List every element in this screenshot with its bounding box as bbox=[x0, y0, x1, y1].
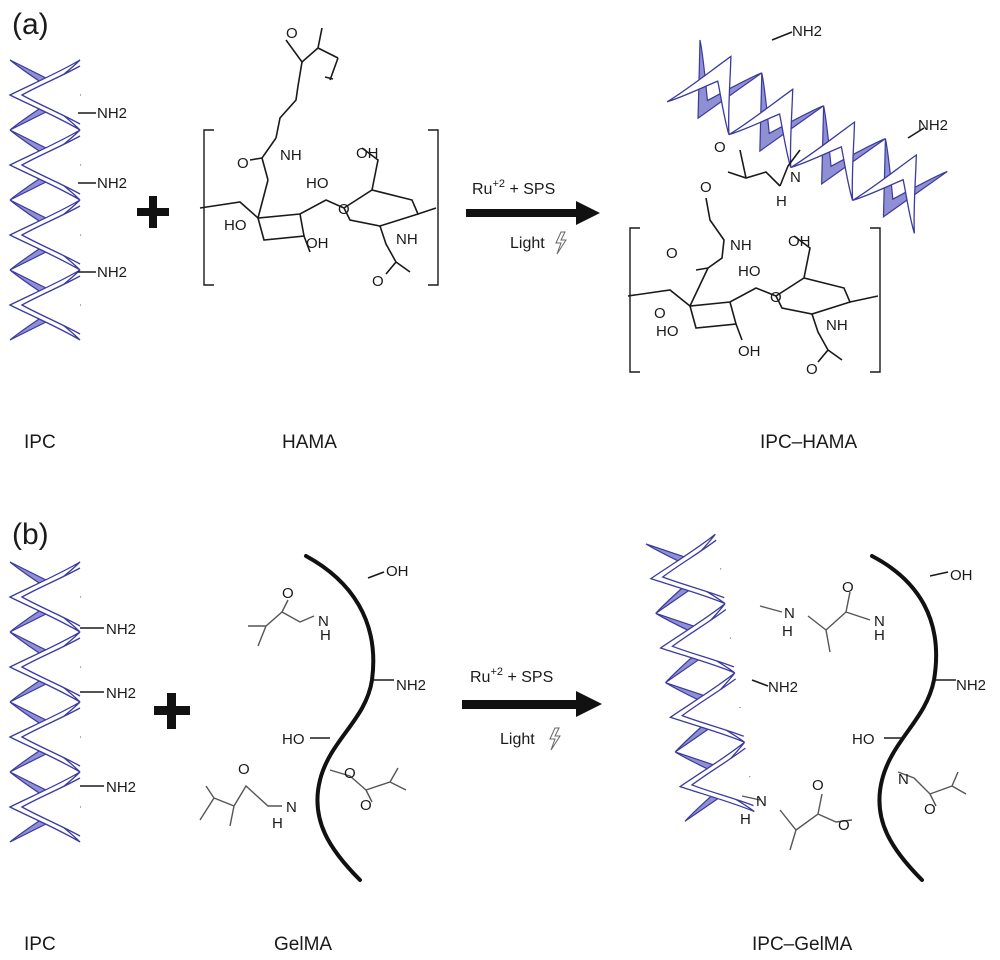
product-a-h: H bbox=[776, 193, 787, 210]
ipc-helix-b: NH2 NH2 NH2 bbox=[9, 561, 136, 843]
panel-label-a: (a) bbox=[12, 8, 49, 41]
light-label-a: Light bbox=[510, 235, 545, 252]
ipc-a-amine-3: NH2 bbox=[97, 264, 127, 281]
gelma-h-top: H bbox=[320, 627, 331, 644]
product-b-nh2-helix: NH2 bbox=[768, 679, 798, 696]
reaction-arrow-a: Ru+2 + SPS Light bbox=[466, 178, 600, 255]
gelma-n-top: N bbox=[318, 613, 329, 630]
helix-icon bbox=[9, 59, 81, 341]
product-a-amine-1: NH2 bbox=[792, 23, 822, 40]
hama-oh-bottom: OH bbox=[306, 235, 329, 252]
product-b-oh: OH bbox=[950, 567, 973, 584]
gelma-ho: HO bbox=[282, 731, 305, 748]
gelma-nh2: NH2 bbox=[396, 677, 426, 694]
product-a-o-link: O bbox=[770, 289, 782, 306]
ipc-a-amine-1: NH2 bbox=[97, 105, 127, 122]
ipc-a-amine-2: NH2 bbox=[97, 175, 127, 192]
caption-gelma: GelMA bbox=[274, 934, 332, 955]
product-b-n-lower: N bbox=[756, 793, 767, 810]
product-a-nh: NH bbox=[730, 237, 752, 254]
caption-ipc-b: IPC bbox=[24, 934, 56, 955]
ipc-gelma-product: N H O N H OH NH2 NH2 HO N O N H O O bbox=[645, 533, 986, 882]
plus-icon bbox=[154, 693, 190, 729]
gelma-h-bottom: H bbox=[272, 815, 283, 832]
product-a-n: N bbox=[790, 169, 801, 186]
hama-o-link: O bbox=[338, 201, 350, 218]
light-label-b: Light bbox=[500, 731, 535, 748]
gelma-o-ester: O bbox=[344, 765, 356, 782]
product-b-ho: HO bbox=[852, 731, 875, 748]
lightning-icon bbox=[549, 727, 561, 751]
catalyst-label-a: Ru+2 + SPS bbox=[472, 178, 555, 198]
hama-ho-bottom: HO bbox=[224, 217, 247, 234]
product-b-o-top: O bbox=[842, 579, 854, 596]
product-b-o-bottom: O bbox=[924, 801, 936, 818]
caption-ipc-gelma: IPC–GelMA bbox=[752, 934, 853, 955]
reaction-arrow-b: Ru+2 + SPS Light bbox=[462, 666, 602, 751]
product-a-o-ring: O bbox=[654, 305, 666, 322]
product-a-amine-2: NH2 bbox=[918, 117, 948, 134]
catalyst-label-b: Ru+2 + SPS bbox=[470, 666, 553, 686]
gelma-o-bottom: O bbox=[238, 761, 250, 778]
product-b-o-carbonyl: O bbox=[812, 777, 824, 794]
product-a-o-top: O bbox=[714, 139, 726, 156]
reaction-arrow-icon bbox=[462, 691, 602, 717]
gelma-o-top: O bbox=[282, 585, 294, 602]
product-a-ho-mid: HO bbox=[738, 263, 761, 280]
panel-a: (a) NH2 NH2 NH2 bbox=[9, 8, 948, 453]
helix-icon bbox=[666, 39, 948, 234]
caption-ipc-hama: IPC–HAMA bbox=[760, 432, 857, 453]
gelma-structure: OH O N H NH2 HO O O O N H bbox=[199, 554, 426, 882]
helix-icon bbox=[9, 561, 81, 843]
hama-ho-mid: HO bbox=[306, 175, 329, 192]
product-b-h-link: H bbox=[874, 627, 885, 644]
product-a-o-ester: O bbox=[700, 179, 712, 196]
product-b-n-top: N bbox=[784, 605, 795, 622]
product-a-o-acetyl: O bbox=[806, 361, 818, 378]
panel-label-b: (b) bbox=[12, 518, 49, 551]
hama-oh-top: OH bbox=[356, 145, 379, 162]
ipc-b-amine-3: NH2 bbox=[106, 779, 136, 796]
ipc-helix-a: NH2 NH2 NH2 bbox=[9, 59, 127, 341]
caption-ipc-a: IPC bbox=[24, 432, 56, 453]
ipc-b-amine-2: NH2 bbox=[106, 685, 136, 702]
hama-o-amide: O bbox=[237, 155, 249, 172]
product-b-n-bottom: N bbox=[898, 771, 909, 788]
product-b-h-top: H bbox=[782, 623, 793, 640]
hama-nh: NH bbox=[280, 147, 302, 164]
product-a-oh-bottom: OH bbox=[738, 343, 761, 360]
product-b-nh2-chain: NH2 bbox=[956, 677, 986, 694]
gelma-o-carbonyl: O bbox=[360, 797, 372, 814]
hama-nh-acetyl: NH bbox=[396, 231, 418, 248]
helix-icon bbox=[645, 533, 755, 822]
product-a-ho-bottom: HO bbox=[656, 323, 679, 340]
panel-b: (b) NH2 NH2 NH2 OH O bbox=[9, 518, 986, 955]
caption-hama: HAMA bbox=[282, 432, 337, 453]
hama-o-acetyl: O bbox=[372, 273, 384, 290]
product-a-o-amide: O bbox=[666, 245, 678, 262]
lightning-icon bbox=[555, 231, 567, 255]
ipc-hama-product: NH2 NH2 H N O O NH O OH HO O O HO OH NH bbox=[627, 23, 948, 378]
product-b-n-link: N bbox=[874, 613, 885, 630]
product-b-o-ester: O bbox=[838, 817, 850, 834]
plus-icon bbox=[137, 196, 169, 228]
product-b-h-lower: H bbox=[740, 811, 751, 828]
reaction-arrow-icon bbox=[466, 201, 600, 225]
product-a-nh-acetyl: NH bbox=[826, 317, 848, 334]
ipc-b-amine-1: NH2 bbox=[106, 621, 136, 638]
gelma-oh-top: OH bbox=[386, 563, 409, 580]
gelma-n-bottom: N bbox=[286, 799, 297, 816]
hama-o-ester: O bbox=[286, 25, 298, 42]
hama-structure: O NH O OH HO O HO OH NH O bbox=[199, 25, 439, 290]
product-a-oh-top: OH bbox=[788, 233, 811, 250]
